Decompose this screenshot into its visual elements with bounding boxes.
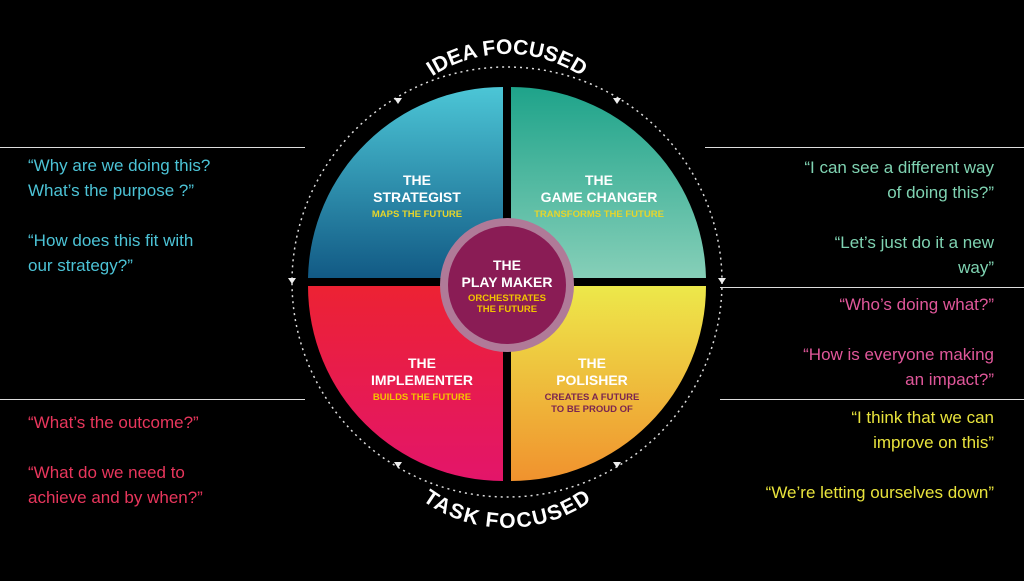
quote-line: “Who’s doing what?”: [839, 295, 994, 314]
divider-line: [705, 147, 1024, 148]
quote-line: way”: [958, 258, 994, 277]
divider-line: [720, 399, 1024, 400]
quote-line: “How is everyone making: [803, 345, 994, 364]
polisher-title: POLISHER: [556, 372, 628, 388]
cycle-arrow-icon: [613, 462, 621, 468]
quadrant-polisher: [511, 286, 706, 481]
polisher-the: THE: [578, 355, 606, 371]
play-maker-title: PLAY MAKER: [461, 274, 552, 290]
strategist-title: STRATEGIST: [373, 189, 461, 205]
task-focused-label: TASK FOCUSED: [419, 485, 594, 532]
quotes-implementer: “What’s the outcome?” “What do we need t…: [28, 410, 203, 510]
quote-line: our strategy?”: [28, 256, 133, 275]
cycle-arrow-icon: [613, 98, 621, 104]
quadrant-strategist: [308, 86, 503, 278]
quotes-polisher: “I think that we can improve on this” “We…: [766, 405, 994, 505]
play-maker-core: [448, 226, 566, 344]
quotes-strategist: “Why are we doing this? What’s the purpos…: [28, 153, 210, 278]
cycle-arrow-icon: [394, 462, 402, 468]
divider-line: [0, 399, 305, 400]
quote-line: improve on this”: [873, 433, 994, 452]
quote-line: “I think that we can: [851, 408, 994, 427]
implementer-tagline: BUILDS THE FUTURE: [373, 392, 471, 403]
cycle-arrow-icon: [288, 278, 296, 284]
play-maker-tagline: THE FUTURE: [477, 304, 537, 315]
quote-line: What’s the purpose ?”: [28, 181, 194, 200]
polisher-tagline: CREATES A FUTURE: [545, 392, 640, 403]
quotes-play-maker: “Who’s doing what?” “How is everyone mak…: [803, 292, 994, 392]
quote-line: “I can see a different way: [804, 158, 994, 177]
game-changer-title: GAME CHANGER: [541, 189, 658, 205]
quote-line: “Let’s just do it a new: [834, 233, 994, 252]
play-maker-tagline: ORCHESTRATES: [468, 293, 546, 304]
quote-line: of doing this?”: [887, 183, 994, 202]
game-changer-the: THE: [585, 172, 613, 188]
idea-focused-label: IDEA FOCUSED: [423, 36, 591, 81]
game-changer-tagline: TRANSFORMS THE FUTURE: [534, 209, 664, 220]
implementer-the: THE: [408, 355, 436, 371]
cycle-arrow-icon: [718, 278, 726, 284]
quote-line: “How does this fit with: [28, 231, 194, 250]
divider-line: [720, 287, 1024, 288]
cycle-arrow-icon: [394, 98, 402, 104]
quote-line: an impact?”: [905, 370, 994, 389]
quote-line: “What’s the outcome?”: [28, 413, 199, 432]
implementer-title: IMPLEMENTER: [371, 372, 473, 388]
quote-line: “Why are we doing this?: [28, 156, 211, 175]
quote-line: “What do we need to: [28, 463, 185, 482]
strategist-the: THE: [403, 172, 431, 188]
quadrant-game-changer: [511, 86, 706, 278]
divider-line: [0, 147, 305, 148]
strategist-tagline: MAPS THE FUTURE: [372, 209, 462, 220]
quote-line: achieve and by when?”: [28, 488, 203, 507]
polisher-tagline: TO BE PROUD OF: [551, 404, 633, 415]
quotes-game-changer: “I can see a different way of doing this?…: [804, 155, 994, 280]
quote-line: “We’re letting ourselves down”: [765, 483, 994, 502]
play-maker-the: THE: [493, 257, 521, 273]
quadrant-implementer: [308, 286, 503, 481]
